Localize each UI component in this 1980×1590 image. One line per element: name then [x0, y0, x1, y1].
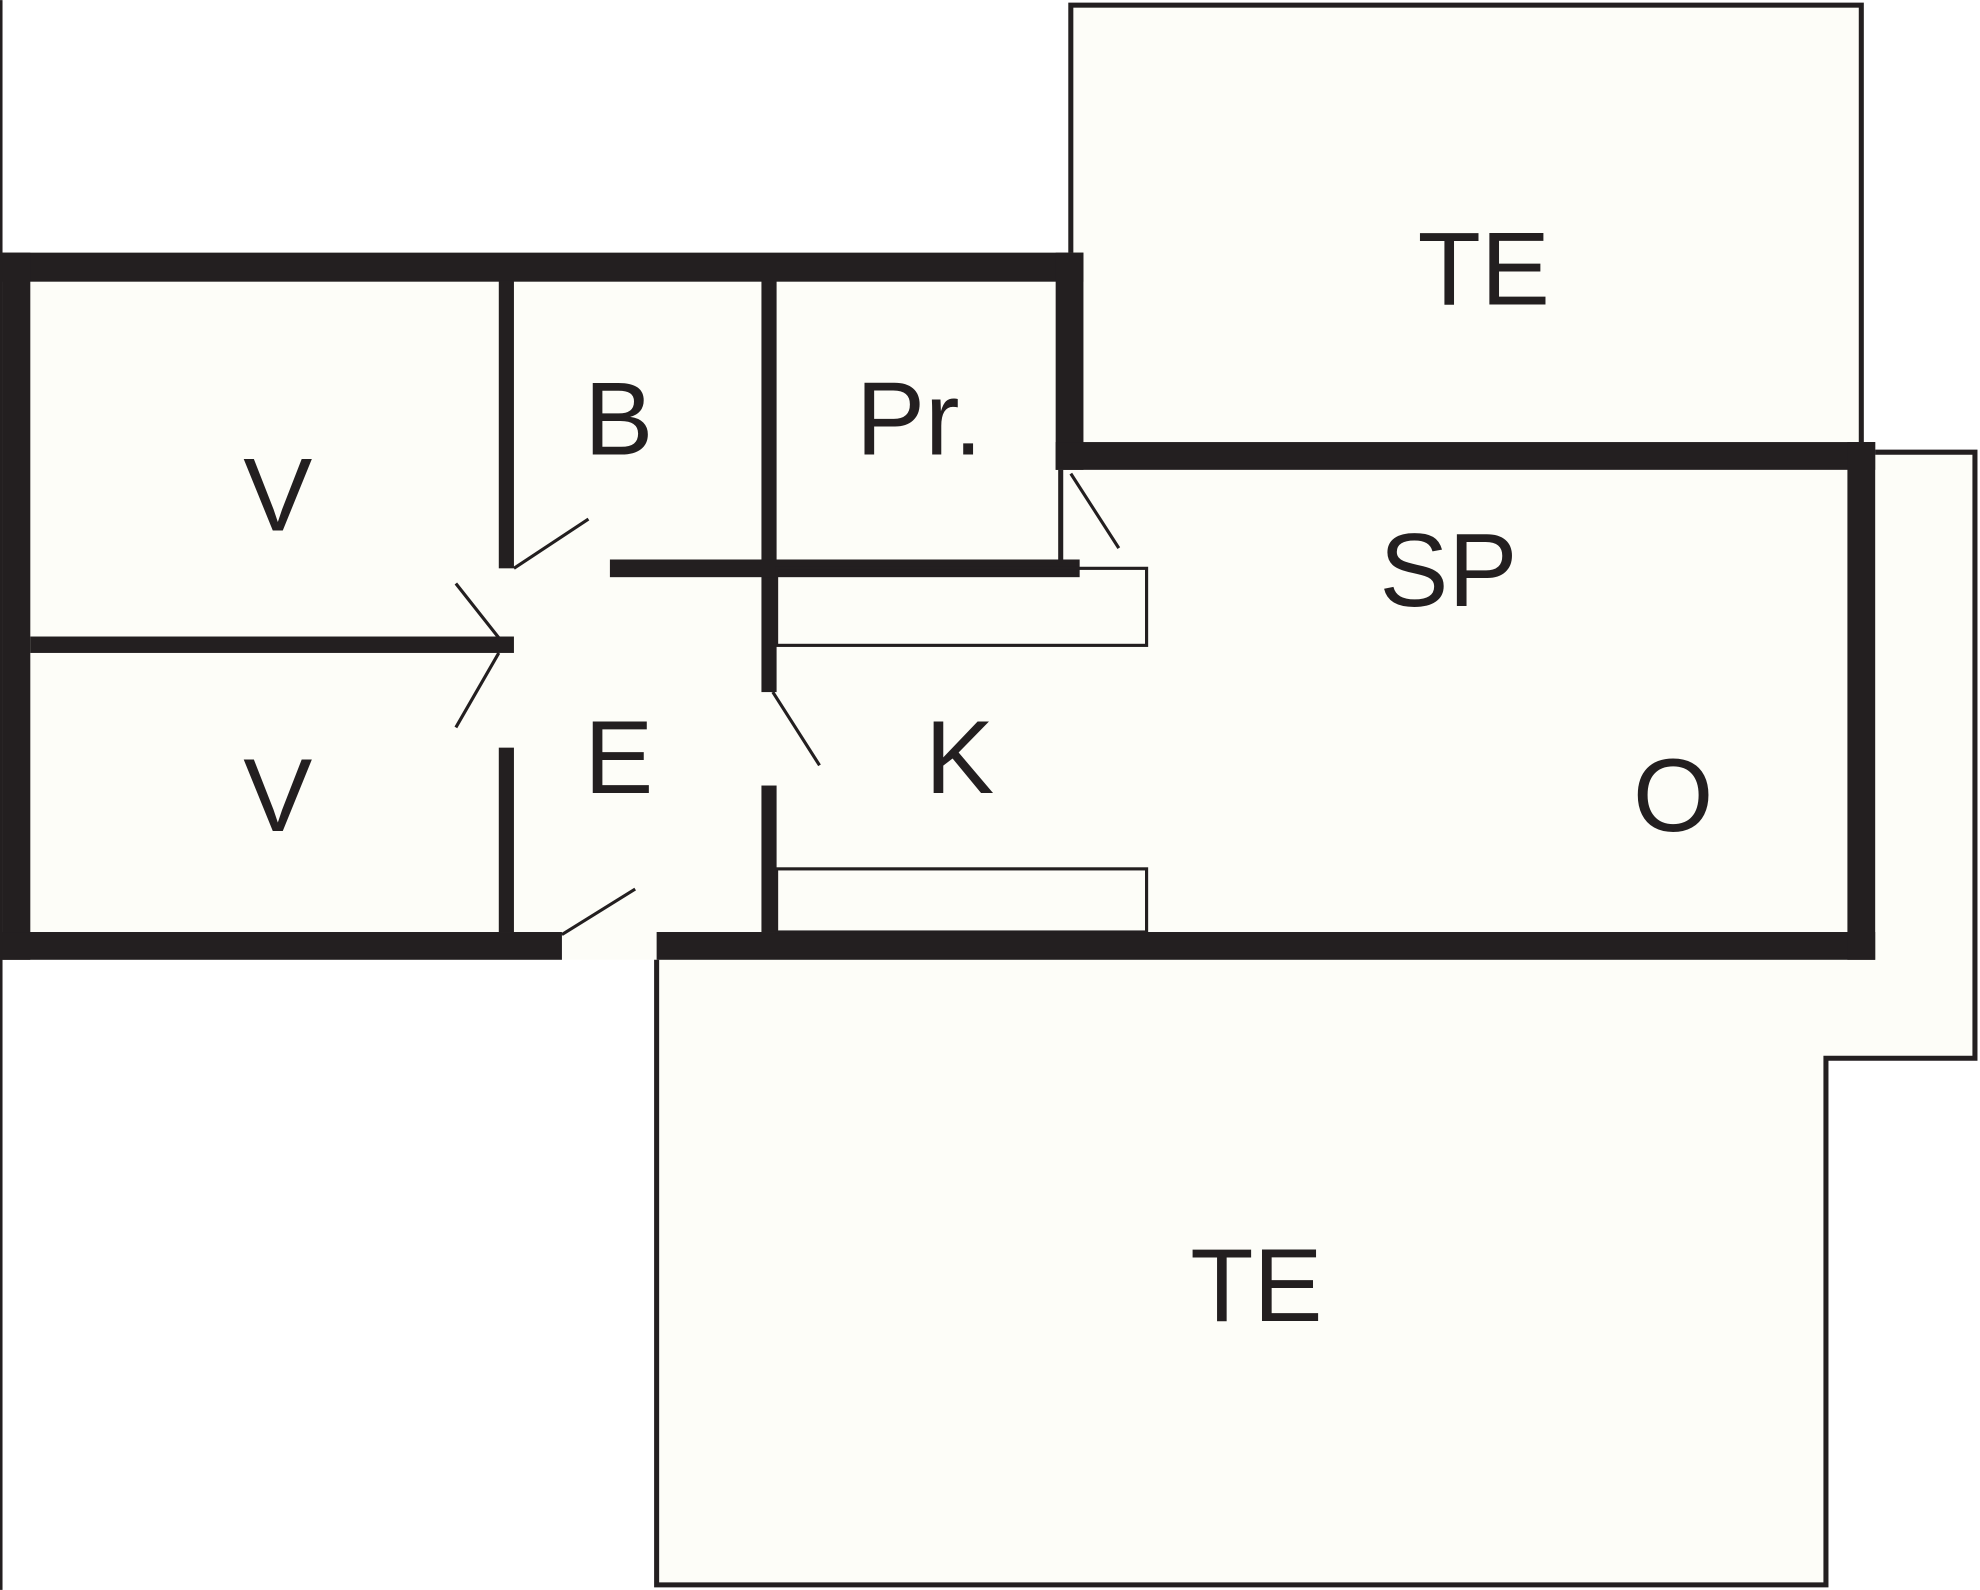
room-label-e: E	[584, 699, 653, 815]
kitchen-counter-top	[775, 566, 1149, 647]
room-label-te-bottom: TE	[1190, 1227, 1322, 1343]
room-label-o: O	[1633, 737, 1714, 853]
room-label-te-top: TE	[1418, 210, 1550, 326]
room-label-k: K	[925, 699, 994, 815]
outer-walls	[2, 252, 1876, 960]
kitchen-counter-bottom	[775, 867, 1149, 934]
terrace-top	[1068, 2, 1864, 450]
door-swings	[454, 472, 1121, 936]
room-label-pr: Pr.	[856, 361, 983, 477]
building-floor	[2, 252, 1876, 960]
room-label-v-lower: V	[243, 737, 312, 853]
room-label-v-upper: V	[243, 436, 312, 552]
room-label-sp: SP	[1379, 512, 1517, 628]
page-edge-line	[0, 0, 3, 1590]
room-label-b: B	[584, 361, 653, 477]
